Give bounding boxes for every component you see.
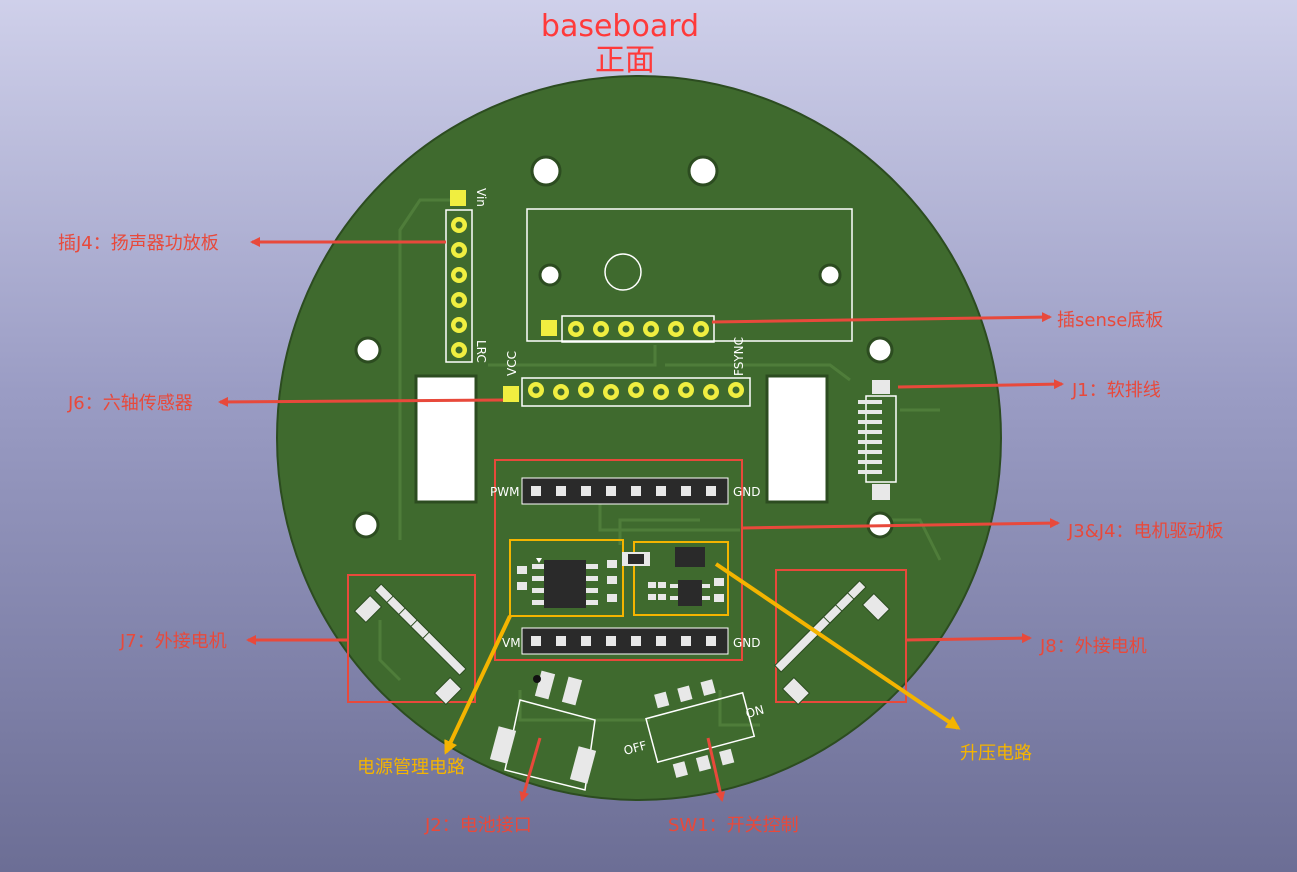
board-slot-left (414, 374, 478, 504)
j2-battery-connector (489, 670, 597, 791)
title-line1: baseboard (541, 9, 699, 44)
arrow-power-mgmt (444, 615, 512, 755)
mounting-hole (866, 336, 894, 364)
label-j2: J2：电池接口 (424, 815, 532, 836)
label-j4-speaker: 插J4：扬声器功放板 (58, 233, 219, 254)
mounting-hole (538, 263, 562, 287)
j6-header (503, 377, 751, 407)
sense-module-circle (604, 253, 642, 291)
mounting-hole (530, 155, 562, 187)
mounting-hole (687, 155, 719, 187)
boost-box (633, 541, 729, 616)
label-boost: 升压电路 (960, 743, 1032, 764)
j8-connector (774, 580, 891, 706)
j1-fpc-connector (858, 380, 897, 500)
arrow-j1 (897, 379, 1064, 390)
arrow-j8 (905, 633, 1032, 644)
boost-components (622, 547, 724, 606)
power-mgmt-ic (517, 558, 617, 608)
arrow-j2 (519, 737, 542, 802)
arrow-sense (711, 312, 1052, 324)
j8-highlight-box (775, 569, 907, 703)
silk-vm: VM (502, 636, 521, 650)
silk-vcc: VCC (505, 351, 519, 376)
label-j7: J7：外接电机 (119, 631, 227, 652)
pcb-board (276, 75, 1002, 801)
title-line2: 正面 (595, 43, 655, 78)
label-j3j4: J3&J4：电机驱动板 (1067, 521, 1224, 542)
j4-header (445, 190, 473, 363)
sense-module-outline (526, 208, 853, 342)
silk-off: OFF (622, 738, 648, 758)
label-j8: J8：外接电机 (1039, 636, 1147, 657)
j3-header (521, 477, 729, 505)
board-slot-right (765, 374, 829, 504)
j3j4-highlight-box (494, 459, 743, 661)
sense-header (541, 315, 715, 343)
label-power-mgmt: 电源管理电路 (357, 757, 465, 778)
j7-connector (353, 583, 467, 706)
mounting-hole (354, 336, 382, 364)
mounting-hole (818, 263, 842, 287)
label-sw1: SW1：开关控制 (668, 815, 799, 836)
silk-fsync: FSYNC (732, 337, 746, 376)
label-sense: 插sense底板 (1057, 310, 1163, 331)
silk-pwm: PWM (490, 485, 519, 499)
mounting-holes (352, 155, 894, 539)
arrow-j6 (218, 396, 504, 407)
silk-lrc: LRC (474, 340, 488, 363)
silk-gnd-top: GND (733, 485, 761, 499)
arrow-sw1 (706, 737, 726, 802)
arrow-boost (714, 562, 961, 730)
annotation-arrows (218, 237, 1064, 802)
silk-gnd-bottom: GND (733, 636, 761, 650)
label-j1: J1：软排线 (1071, 380, 1161, 401)
label-j6: J6：六轴传感器 (67, 393, 193, 414)
silk-vin: Vin (474, 188, 488, 207)
sw1-switch (645, 679, 756, 778)
power-mgmt-box (509, 539, 624, 617)
arrow-j3j4 (741, 518, 1060, 530)
silk-on: ON (744, 703, 765, 721)
j4-motor-header (521, 627, 729, 655)
annotation-arrows-yellow (444, 562, 961, 755)
mounting-hole (352, 511, 380, 539)
